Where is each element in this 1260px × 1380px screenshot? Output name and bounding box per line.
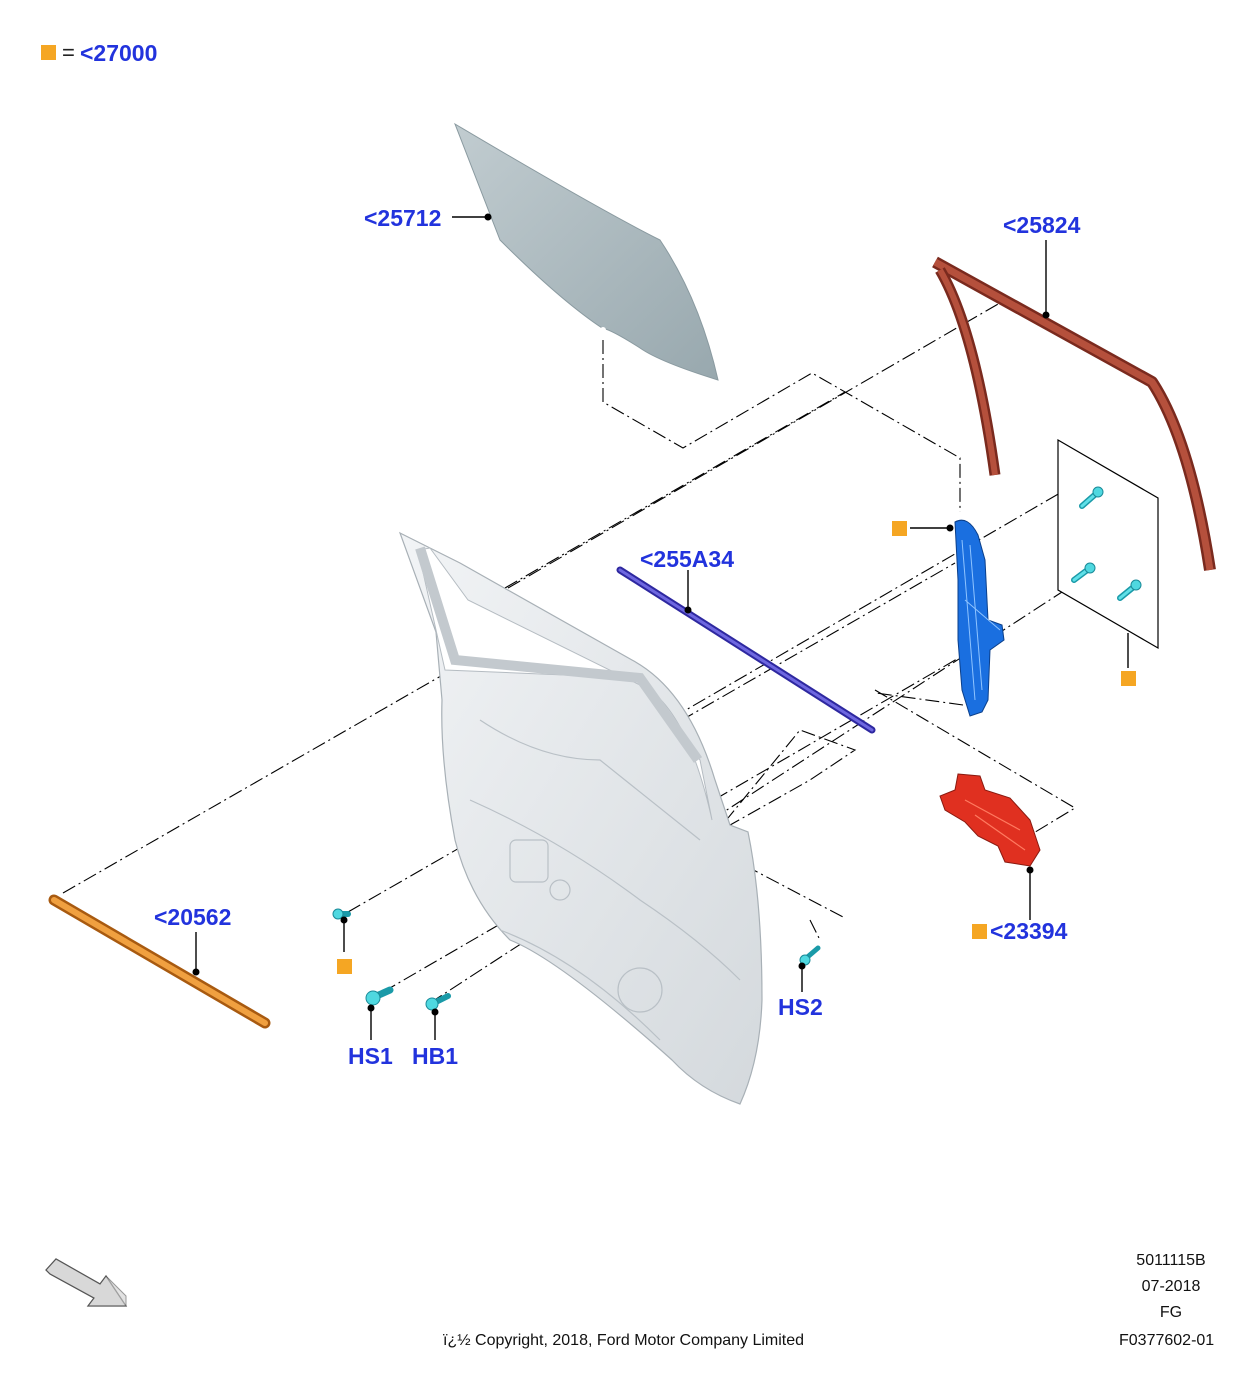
hs2-screw [799, 945, 821, 966]
bolt-upper [1079, 486, 1104, 509]
doc-code: FG [1159, 1304, 1183, 1321]
window-regulator [954, 519, 1005, 717]
door-glass [454, 122, 719, 381]
callout-glass: <25712 [364, 205, 442, 231]
fasteners [332, 486, 1142, 1011]
hs1-screw [365, 986, 394, 1006]
fastener-panel [1057, 438, 1159, 650]
hb1-bolt [425, 993, 451, 1011]
bolt-middle [1071, 562, 1096, 583]
glass-run-channel [932, 256, 1216, 571]
callout-hs1: HS1 [348, 1043, 393, 1069]
doc-date: 07-2018 [1141, 1278, 1201, 1295]
figure-id: F0377602-01 [1119, 1332, 1215, 1349]
callout-latch: <23394 [990, 918, 1068, 944]
glass-hole [600, 327, 606, 333]
callout-run-channel: <25824 [1003, 212, 1081, 238]
callout-leaders [195, 216, 1129, 1040]
callout-belt-molding: <20562 [154, 904, 232, 930]
legend-equals: = [62, 40, 75, 65]
door-latch [939, 773, 1041, 867]
legend-square [41, 45, 56, 60]
front-direction-arrow-icon [45, 1258, 128, 1307]
legend-label: <27000 [80, 40, 158, 66]
door-inner-panel [398, 531, 763, 1105]
screw-left [332, 908, 351, 920]
callout-weatherstrip: <255A34 [640, 546, 734, 572]
doc-number: 5011115B [1136, 1252, 1206, 1269]
belt-molding [48, 894, 271, 1029]
bolt-lower [1117, 579, 1142, 601]
inner-belt-weatherstrip [616, 566, 876, 734]
copyright: ï¿½ Copyright, 2018, Ford Motor Company … [443, 1332, 805, 1349]
leader-dots [192, 213, 1050, 1016]
callout-hs2: HS2 [778, 994, 823, 1020]
marker-squares [337, 521, 1136, 974]
callout-hb1: HB1 [412, 1043, 459, 1069]
